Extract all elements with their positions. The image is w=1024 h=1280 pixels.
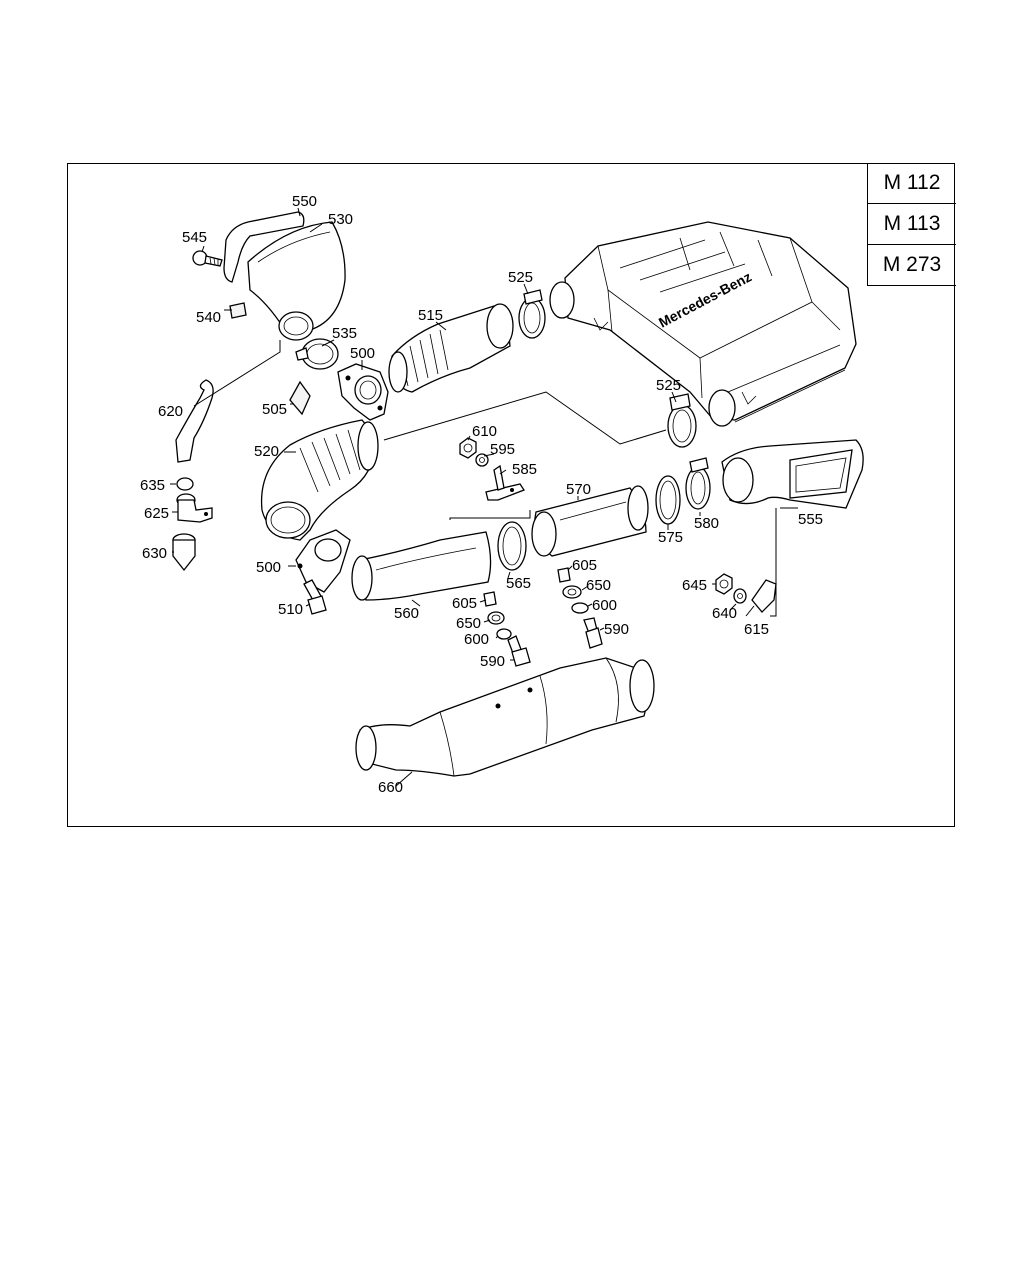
- clamp-525-upper: [518, 289, 546, 339]
- bolt-590-left: [507, 635, 531, 667]
- washer-650-right: [562, 585, 582, 599]
- label-520: 520: [254, 443, 279, 460]
- label-605-left: 605: [452, 595, 477, 612]
- air-filter-housing: Mercedes-Benz: [549, 221, 857, 427]
- model-code-m273: M 273: [867, 245, 956, 286]
- label-585: 585: [512, 461, 537, 478]
- washer-640: [733, 588, 747, 604]
- label-590-right: 590: [604, 621, 629, 638]
- pipe-570: [531, 485, 649, 557]
- converter-660: [355, 657, 655, 777]
- model-code-m112: M 112: [867, 163, 956, 204]
- label-505: 505: [262, 401, 287, 418]
- bracket-500-upper: [337, 363, 389, 421]
- intake-scoop-555: [721, 439, 864, 509]
- label-660: 660: [378, 779, 403, 796]
- funnel-gasket: [223, 211, 305, 283]
- nut-610: [459, 437, 477, 459]
- label-530: 530: [328, 211, 353, 228]
- label-650-left: 650: [456, 615, 481, 632]
- label-630: 630: [142, 545, 167, 562]
- pipe-560: [351, 531, 492, 601]
- label-540: 540: [196, 309, 221, 326]
- bracket-500-lower: [295, 529, 351, 593]
- model-code-table: M 112 M 113 M 273: [867, 163, 956, 286]
- label-635: 635: [140, 477, 165, 494]
- label-500-upper: 500: [350, 345, 375, 362]
- label-550: 550: [292, 193, 317, 210]
- valve-630: [172, 533, 196, 572]
- label-580: 580: [694, 515, 719, 532]
- label-590-left: 590: [480, 653, 505, 670]
- label-525-upper: 525: [508, 269, 533, 286]
- label-500-lower: 500: [256, 559, 281, 576]
- clip-540: [229, 302, 247, 319]
- bolt-510: [303, 579, 327, 615]
- label-515: 515: [418, 307, 443, 324]
- part-labels: 550 530 545 540 535 500 505 620 515 525 …: [140, 193, 823, 796]
- clamp-580: [685, 457, 711, 510]
- bellows-hose-515: [388, 303, 514, 393]
- label-570: 570: [566, 481, 591, 498]
- label-510: 510: [278, 601, 303, 618]
- label-600-left: 600: [464, 631, 489, 648]
- diagram-frame: [67, 163, 955, 827]
- bolt-590-right: [583, 617, 603, 649]
- spacer-605-left: [483, 591, 497, 607]
- label-565: 565: [506, 575, 531, 592]
- intake-funnel: [247, 221, 346, 341]
- label-625: 625: [144, 505, 169, 522]
- label-650-right: 650: [586, 577, 611, 594]
- washer-595: [475, 453, 489, 467]
- grommet-635: [176, 477, 194, 491]
- holder-625: [176, 493, 213, 523]
- label-600-right: 600: [592, 597, 617, 614]
- hose-620: [175, 379, 214, 463]
- spacer-605-right: [557, 567, 571, 583]
- label-595: 595: [490, 441, 515, 458]
- bracket-585: [485, 464, 525, 501]
- label-605-right: 605: [572, 557, 597, 574]
- label-620: 620: [158, 403, 183, 420]
- label-575: 575: [658, 529, 683, 546]
- clamp-535: [295, 338, 339, 370]
- nut-645: [715, 573, 733, 595]
- label-615: 615: [744, 621, 769, 638]
- label-525-lower: 525: [656, 377, 681, 394]
- plate-505: [289, 380, 311, 416]
- label-535: 535: [332, 325, 357, 342]
- label-645: 645: [682, 577, 707, 594]
- washer-600-right: [571, 602, 589, 614]
- washer-650-left: [487, 611, 505, 625]
- leader-lines: [170, 207, 798, 787]
- elbow-hose-520: [260, 419, 379, 541]
- ring-565: [497, 521, 527, 571]
- clamp-525-lower: [667, 393, 697, 448]
- label-640: 640: [712, 605, 737, 622]
- label-560: 560: [394, 605, 419, 622]
- label-610: 610: [472, 423, 497, 440]
- model-code-m113: M 113: [867, 204, 956, 245]
- label-555: 555: [798, 511, 823, 528]
- screw-545: [192, 250, 223, 267]
- label-545: 545: [182, 229, 207, 246]
- washer-600-left: [496, 628, 512, 640]
- ring-575: [655, 475, 681, 525]
- bracket-615: [751, 579, 777, 613]
